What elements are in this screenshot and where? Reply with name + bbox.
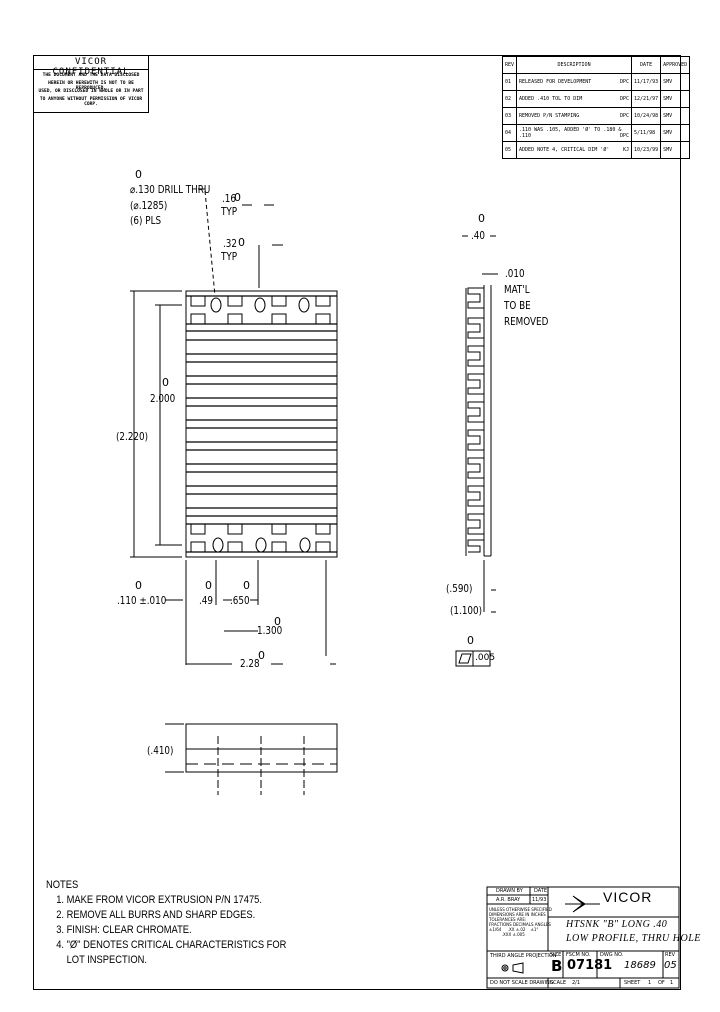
dim-32-symbol: 0 [238, 236, 245, 249]
heatsink-top-view [185, 290, 338, 558]
sheet-value: 1 [648, 980, 652, 986]
dwg-value: 18689 [624, 960, 656, 971]
tolerance-line: TOLERANCES ARE: [489, 917, 527, 922]
side-dim-b: (1.100) [450, 604, 483, 617]
note-item: LOT INSPECTION. [56, 954, 147, 966]
scale-label: SCALE [550, 980, 567, 986]
dim-16-symbol: 0 [234, 191, 241, 204]
dim-32: .32 [223, 237, 237, 250]
notes-title: NOTES [46, 879, 79, 891]
x1-symbol: 0 [135, 579, 142, 592]
date-cell: 10/23/99 [631, 141, 662, 159]
side-top-symbol: 0 [478, 212, 485, 225]
dim-16-typ: TYP [221, 205, 238, 218]
x4-symbol: 0 [274, 615, 281, 628]
revision-row: 05 ADDED NOTE 4, CRITICAL DIM 'Ø'KJ 10/2… [501, 141, 691, 159]
title-line-2: LOW PROFILE, THRU HOLE [566, 933, 701, 944]
tolerance-line: ±1/64 .XX ±.02 ±1° [489, 927, 539, 932]
of-label: OF [658, 980, 665, 986]
confidential-line: THE DOCUMENT AND THE DATA DISCLOSED [42, 73, 140, 78]
drill-critical-symbol: 0 [135, 168, 142, 181]
drawn-name: A.R. BRAY [496, 897, 521, 903]
confidential-line: USED, OR DISCLOSED IN WHOLE OR IN PART [38, 89, 144, 94]
rev-label: REV [665, 952, 676, 958]
flatness-symbol: 0 [467, 634, 474, 647]
mat-note: MAT'L [504, 283, 530, 296]
drill-count: (6) PLS [130, 214, 162, 227]
confidential-line: TO ANYONE WITHOUT PERMISSION OF VICOR CO… [39, 97, 143, 107]
drill-callout: ⌀.130 DRILL THRU [130, 183, 211, 196]
do-not-scale: DO NOT SCALE DRAWING [490, 980, 554, 986]
height-inner-symbol: 0 [162, 376, 169, 389]
size-label: SIZE [550, 952, 562, 958]
x4-dim: 1.300 [257, 624, 283, 637]
x1-dim: .110 ±.010 [117, 594, 167, 607]
front-height-dim: (.410) [147, 744, 174, 757]
tolerance-line: .XXX ±.005 [489, 932, 525, 937]
fscm-label: FSCM NO. [566, 952, 591, 958]
confidential-line: HEREIN OR HEREWITH IS NOT TO BE REPRODUC… [48, 81, 134, 91]
rev-value: 05 [664, 960, 677, 971]
note-item: 2. REMOVE ALL BURRS AND SHARP EDGES. [56, 909, 256, 921]
x2-dim: .49 [199, 594, 213, 607]
sheet-label: SHEET [624, 980, 641, 986]
note-item: 4. "Ø" DENOTES CRITICAL CHARACTERISTICS … [56, 939, 287, 951]
heatsink-front-view [185, 723, 338, 795]
height-inner-dim: 2.000 [150, 392, 176, 405]
rev-cell: 03 [501, 107, 518, 125]
tolerance-line: FRACTIONS DECIMALS ANGLES [489, 922, 551, 927]
dim-32-typ: TYP [221, 250, 238, 263]
dim-16: .16 [222, 192, 236, 205]
drawn-by-label: DRAWN BY [496, 888, 523, 894]
x5-dim: 2.28 [240, 657, 260, 670]
projection-label: THIRD ANGLE PROJECTION [490, 953, 557, 959]
company-name: VICOR [603, 889, 653, 905]
revision-table: REV DESCRIPTION DATE APPROVED 01 RELEASE… [501, 56, 691, 159]
x3-symbol: 0 [243, 579, 250, 592]
flatness-value: .005 [475, 653, 496, 663]
drawn-date: 11/93 [532, 897, 547, 903]
note-item: 1. MAKE FROM VICOR EXTRUSION P/N 17475. [56, 894, 262, 906]
description-cell: ADDED NOTE 4, CRITICAL DIM 'Ø'KJ [516, 141, 633, 159]
drill-size: (⌀.1285) [130, 199, 168, 212]
scale-value: 2/1 [572, 980, 581, 986]
dwg-label: DWG NO. [600, 952, 624, 958]
of-value: 1 [670, 980, 674, 986]
notes-block: NOTES 1. MAKE FROM VICOR EXTRUSION P/N 1… [46, 878, 286, 968]
date-label: DATE [534, 888, 548, 894]
x3-dim: .650 [230, 594, 250, 607]
tolerance-line: UNLESS OTHERWISE SPECIFIED [489, 907, 552, 912]
drawing-border [33, 55, 681, 990]
note-item: 3. FINISH: CLEAR CHROMATE. [56, 924, 192, 936]
confidential-box: VICOR CONFIDENTIAL THE DOCUMENT AND THE … [33, 55, 149, 113]
fscm-value: 07181 [567, 958, 613, 973]
rev-cell: 04 [501, 124, 518, 142]
side-dim-a: (.590) [446, 582, 473, 595]
mat-note: REMOVED [504, 315, 549, 328]
side-top-dim: .40 [471, 229, 485, 242]
tolerance-line: DIMENSIONS ARE IN INCHES [489, 912, 546, 917]
heatsink-side-view [465, 285, 492, 557]
height-outer-dim: (2.220) [116, 430, 149, 443]
mat-dim: .010 [505, 267, 525, 280]
approved-cell: SMV [660, 141, 691, 159]
confidential-title: VICOR CONFIDENTIAL [34, 57, 148, 77]
size-value: B [551, 957, 563, 975]
mat-note: TO BE [504, 299, 531, 312]
x2-symbol: 0 [205, 579, 212, 592]
title-line-1: HTSNK "B" LONG .40 [566, 919, 668, 930]
x5-symbol: 0 [258, 649, 265, 662]
rev-cell: 05 [501, 141, 518, 159]
